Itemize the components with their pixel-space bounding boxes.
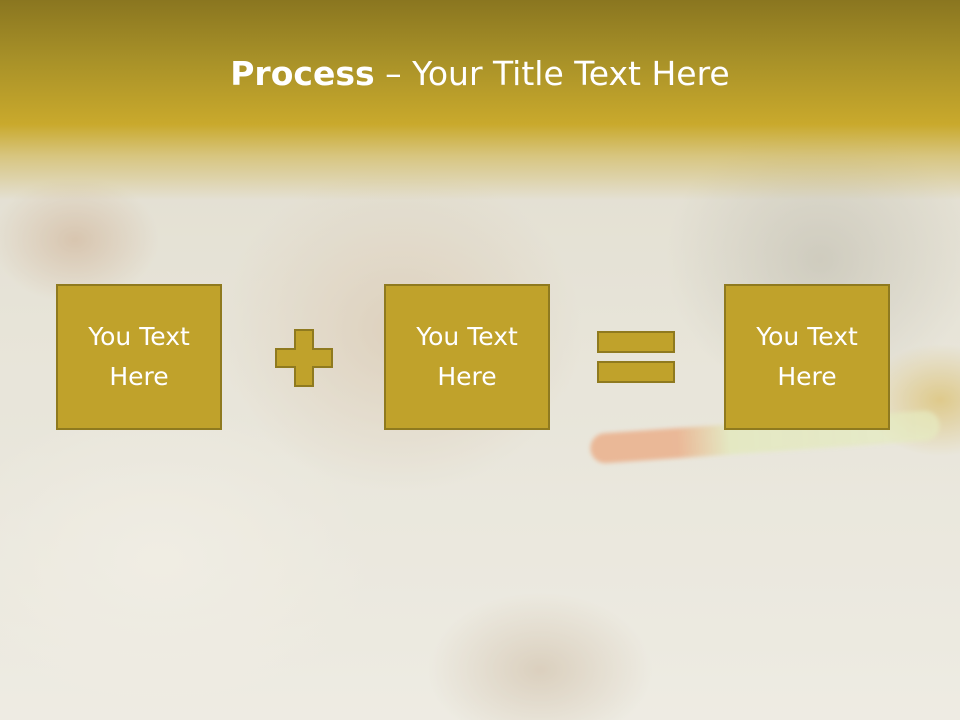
process-box-1-text: You Text Here: [88, 322, 190, 391]
title-bold: Process: [230, 54, 375, 93]
process-box-1: You Text Here: [56, 284, 222, 430]
process-box-3: You Text Here: [724, 284, 890, 430]
header-band: [0, 0, 960, 200]
process-box-2: You Text Here: [384, 284, 550, 430]
title-rest: – Your Title Text Here: [374, 54, 730, 93]
process-box-2-text: You Text Here: [416, 322, 518, 391]
slide-title: Process – Your Title Text Here: [0, 52, 960, 96]
process-box-3-text: You Text Here: [756, 322, 858, 391]
equals-icon: [597, 331, 675, 383]
plus-icon: [275, 329, 333, 387]
